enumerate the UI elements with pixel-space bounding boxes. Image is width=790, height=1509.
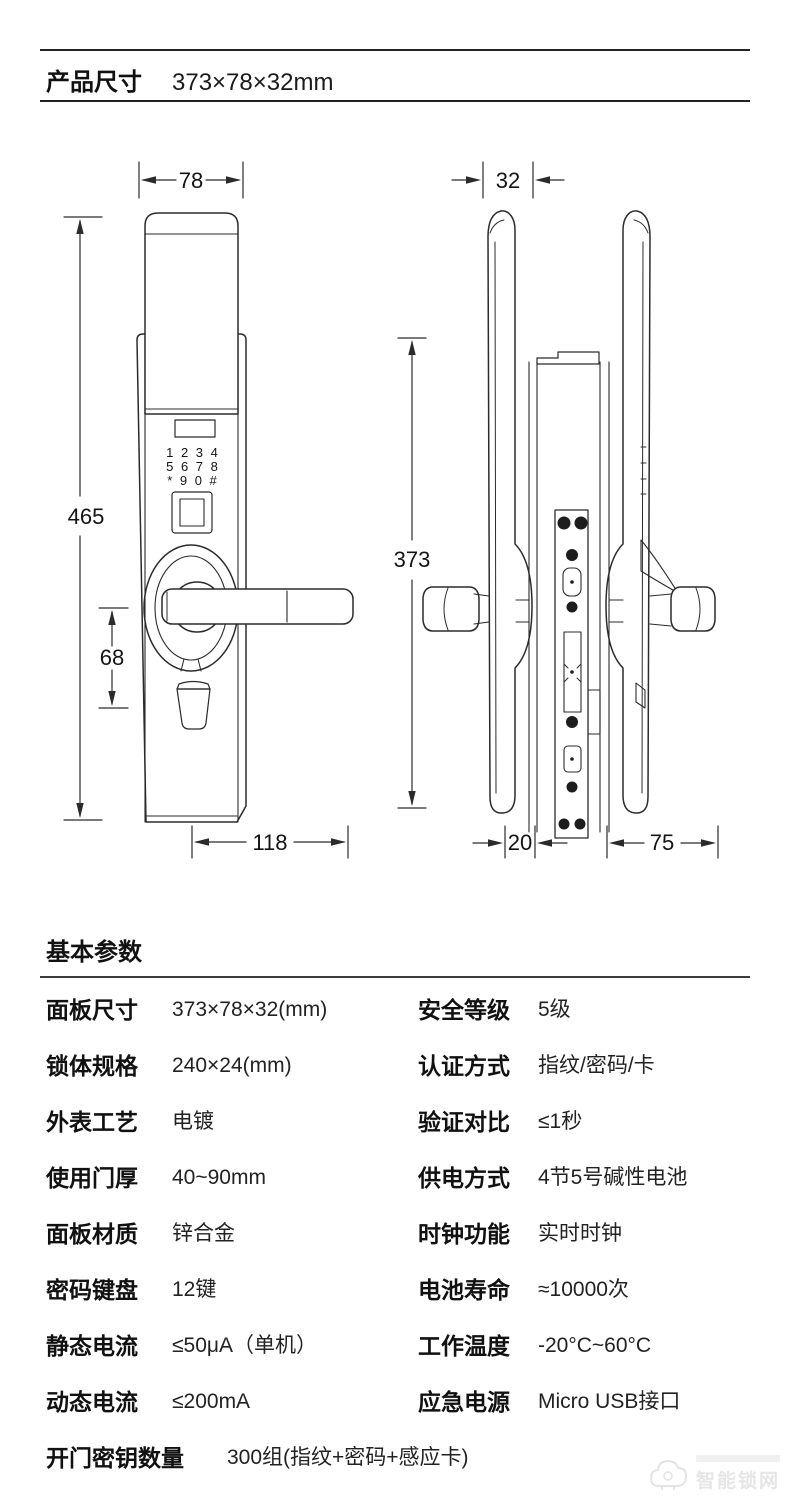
spec-value: ≤1秒	[538, 1110, 583, 1133]
spec-row: 动态电流 ≤200mA 应急电源 Micro USB接口	[0, 1386, 790, 1418]
dim-118: 118	[252, 830, 287, 855]
cloud-logo-icon	[649, 1459, 688, 1490]
dim-68: 68	[100, 645, 124, 670]
spec-value: 指纹/密码/卡	[538, 1054, 655, 1077]
page-header: 产品尺寸 373×78×32mm	[46, 62, 333, 97]
keypad: 1 2 3 4 5 6 7 8 * 9 0 #	[166, 445, 220, 488]
spec-label: 电池寿命	[418, 1277, 510, 1303]
spec-value: -20°C~60°C	[538, 1334, 652, 1357]
product-dimensions-value: 373×78×32mm	[172, 69, 334, 96]
spec-row-full: 开门密钥数量 300组(指纹+密码+感应卡)	[0, 1442, 790, 1474]
door-handle	[161, 588, 354, 625]
spec-label: 锁体规格	[46, 1053, 138, 1079]
spec-value: Micro USB接口	[538, 1390, 681, 1413]
section-divider	[40, 976, 750, 978]
dim-78: 78	[179, 168, 203, 193]
spec-label: 认证方式	[418, 1053, 510, 1079]
spec-row: 面板尺寸 373×78×32(mm) 安全等级 5级	[0, 994, 790, 1026]
keyhole-cover	[176, 680, 211, 730]
side-view-dimensions	[397, 161, 719, 859]
spec-value: 电镀	[172, 1110, 214, 1133]
technical-drawing: 1 2 3 4 5 6 7 8 * 9 0 #	[63, 161, 719, 859]
dim-373: 373	[394, 547, 431, 572]
svg-text:* 9 0 #: * 9 0 #	[167, 473, 219, 488]
side-view	[422, 210, 716, 839]
page-title: 产品尺寸	[46, 69, 142, 96]
spec-label: 开门密钥数量	[46, 1445, 184, 1471]
dim-465: 465	[68, 504, 105, 529]
dim-75: 75	[650, 830, 674, 855]
spec-value: ≤50μA（单机）	[172, 1334, 317, 1357]
spec-row: 使用门厚 40~90mm 供电方式 4节5号碱性电池	[0, 1162, 790, 1194]
spec-value: 300组(指纹+密码+感应卡)	[227, 1446, 469, 1469]
spec-value: 373×78×32(mm)	[172, 998, 328, 1021]
spec-row: 面板材质 锌合金 时钟功能 实时时钟	[0, 1218, 790, 1250]
spec-label: 外表工艺	[46, 1109, 138, 1135]
spec-value: ≈10000次	[538, 1278, 629, 1301]
spec-value: 锌合金	[172, 1222, 235, 1245]
dim-20: 20	[508, 830, 532, 855]
spec-label: 安全等级	[418, 997, 510, 1023]
spec-label: 时钟功能	[418, 1221, 510, 1247]
spec-label: 面板尺寸	[46, 997, 138, 1023]
svg-text:5 6 7 8: 5 6 7 8	[166, 459, 220, 474]
watermark-url-line	[696, 1455, 780, 1462]
spec-row: 密码键盘 12键 电池寿命 ≈10000次	[0, 1274, 790, 1306]
spec-label: 面板材质	[46, 1221, 138, 1247]
watermark-text: 智能锁网	[696, 1471, 781, 1492]
dimension-labels: 78 465 68 118 32 373 20 75	[68, 168, 675, 855]
spec-label: 密码键盘	[46, 1277, 138, 1303]
watermark: 智能锁网	[648, 1448, 788, 1500]
svg-text:1 2 3 4: 1 2 3 4	[166, 445, 220, 460]
fingerprint-reader	[171, 491, 213, 534]
spec-row: 静态电流 ≤50μA（单机） 工作温度 -20°C~60°C	[0, 1330, 790, 1362]
spec-label: 使用门厚	[46, 1165, 138, 1191]
spec-label: 供电方式	[418, 1165, 510, 1191]
spec-value: 5级	[538, 998, 571, 1021]
spec-label: 静态电流	[46, 1333, 138, 1359]
spec-value: 4节5号碱性电池	[538, 1166, 688, 1189]
front-view: 1 2 3 4 5 6 7 8 * 9 0 #	[136, 212, 354, 823]
dim-32: 32	[496, 168, 520, 193]
spec-label: 动态电流	[46, 1389, 138, 1415]
spec-label: 验证对比	[418, 1109, 510, 1135]
spec-value: 240×24(mm)	[172, 1054, 292, 1077]
top-divider	[40, 49, 750, 51]
section-title: 基本参数	[46, 939, 142, 966]
spec-value: 40~90mm	[172, 1166, 266, 1189]
mortise-faceplate	[554, 509, 589, 839]
knob-outside	[422, 586, 480, 632]
spec-value: 12键	[172, 1278, 217, 1301]
spec-label: 应急电源	[418, 1389, 510, 1415]
front-view-dimensions	[63, 161, 349, 859]
header-divider	[40, 100, 750, 102]
spec-value: 实时时钟	[538, 1222, 622, 1245]
spec-row: 锁体规格 240×24(mm) 认证方式 指纹/密码/卡	[0, 1050, 790, 1082]
display-window	[174, 419, 216, 438]
spec-value: ≤200mA	[172, 1390, 251, 1413]
spec-row: 外表工艺 电镀 验证对比 ≤1秒	[0, 1106, 790, 1138]
handle-inside	[670, 586, 716, 632]
spec-label: 工作温度	[418, 1333, 510, 1359]
